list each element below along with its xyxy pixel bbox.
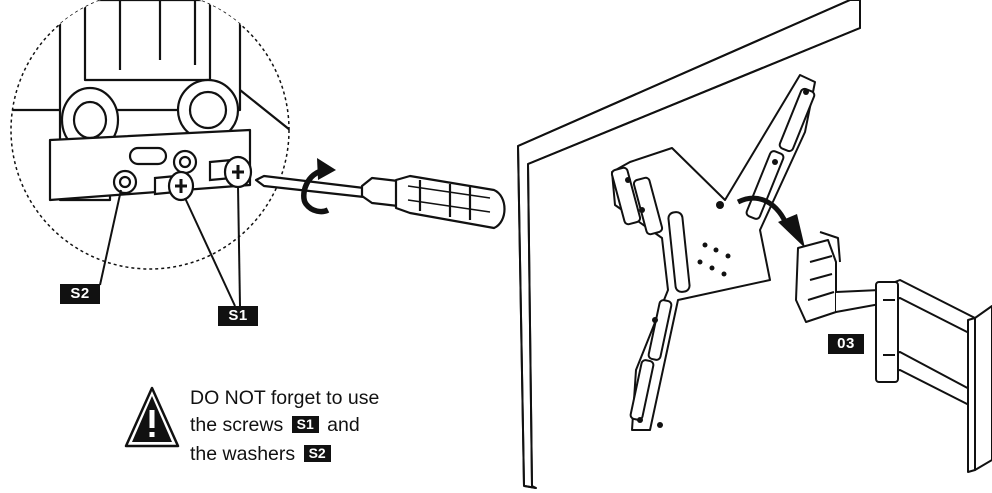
screwdriver-icon (254, 174, 506, 230)
rotation-direction-icon (301, 158, 336, 215)
warning-triangle-icon (124, 386, 180, 448)
warning-text-2b: and (327, 414, 360, 436)
detail-inset-content (11, 0, 289, 202)
vesa-mounting-plate (610, 74, 816, 431)
warning-line-2: the screws S1 and (190, 413, 360, 437)
screw-icon (153, 155, 253, 202)
warning-text-1: DO NOT forget to use (190, 387, 380, 409)
inline-badge-s2: S2 (303, 445, 331, 462)
label-s1: S1 (218, 306, 258, 326)
plate-holes (625, 89, 809, 428)
inline-badge-s1: S1 (291, 416, 319, 433)
wall-arm (795, 231, 992, 473)
leader-lines (99, 185, 241, 307)
label-arm-03: 03 (828, 334, 864, 354)
warning-line-1: DO NOT forget to use (190, 386, 379, 410)
warning-text-3a: the washers (190, 443, 296, 465)
warning-text-2a: the screws (190, 414, 284, 436)
tv-panel (517, 0, 861, 489)
warning-line-3: the washers S2 (190, 442, 334, 466)
label-s2: S2 (60, 284, 100, 304)
rotate-arrow-icon (736, 195, 805, 248)
